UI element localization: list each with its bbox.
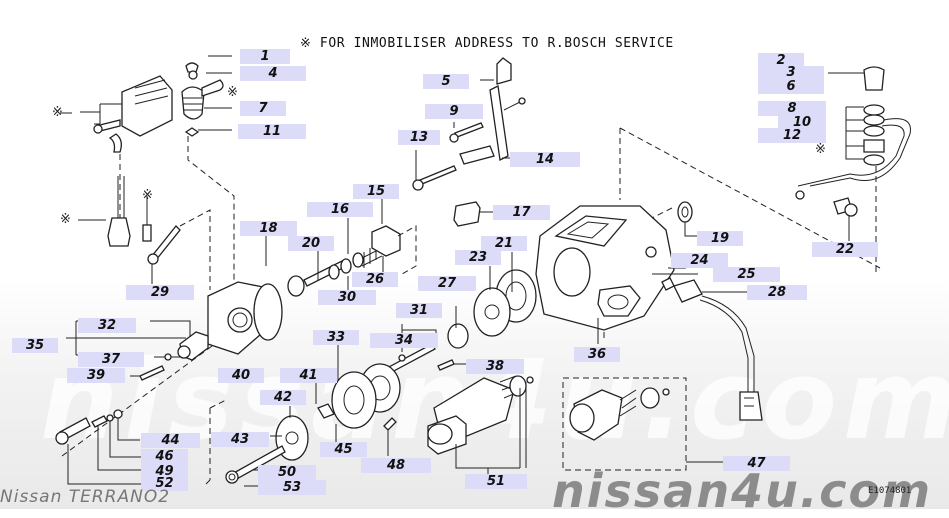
part-label-50[interactable]: 50 (258, 465, 316, 480)
asterisk-marker: ※ (60, 212, 71, 227)
asterisk-marker: ※ (815, 142, 826, 157)
part-label-27[interactable]: 27 (418, 276, 476, 291)
part-label-53[interactable]: 53 (258, 480, 326, 495)
part-label-10[interactable]: 10 (778, 115, 826, 130)
part-label-22[interactable]: 22 (812, 242, 878, 257)
part-label-12[interactable]: 12 (758, 128, 826, 143)
part-label-45[interactable]: 45 (320, 442, 367, 457)
part-label-41[interactable]: 41 (280, 368, 337, 383)
part-label-13[interactable]: 13 (398, 130, 440, 145)
part-label-32[interactable]: 32 (78, 318, 136, 333)
stop-solenoid-part (427, 375, 534, 455)
pump-housing-part (535, 205, 675, 331)
part-label-24[interactable]: 24 (671, 253, 728, 268)
watermark: nissan4u.com (552, 464, 933, 518)
part-label-11[interactable]: 11 (238, 124, 306, 139)
part-label-25[interactable]: 25 (713, 267, 780, 282)
inset-box (562, 377, 687, 471)
roller-ring-part (473, 287, 511, 337)
part-label-23[interactable]: 23 (455, 250, 501, 265)
part-label-48[interactable]: 48 (361, 458, 431, 473)
part-label-15[interactable]: 15 (353, 184, 399, 199)
part-label-51[interactable]: 51 (465, 474, 527, 489)
asterisk-marker: ※ (142, 188, 153, 203)
part-label-49[interactable]: 49 (141, 464, 188, 479)
part-label-7[interactable]: 7 (240, 101, 286, 116)
plunger-part (55, 409, 123, 445)
part-label-47[interactable]: 47 (723, 456, 790, 471)
fuel-cut-solenoid-part (181, 62, 224, 137)
part-label-21[interactable]: 21 (481, 236, 527, 251)
part-label-42[interactable]: 42 (260, 390, 306, 405)
part-label-20[interactable]: 20 (288, 236, 334, 251)
part-label-9[interactable]: 9 (425, 104, 483, 119)
part-label-14[interactable]: 14 (510, 152, 580, 167)
part-label-43[interactable]: 43 (211, 432, 269, 447)
part-label-28[interactable]: 28 (747, 285, 807, 300)
part-label-19[interactable]: 19 (697, 231, 743, 246)
part-label-1[interactable]: 1 (240, 49, 290, 64)
part-label-2[interactable]: 2 (758, 53, 804, 68)
part-label-38[interactable]: 38 (466, 359, 524, 374)
part-label-39[interactable]: 39 (67, 368, 125, 383)
part-label-35[interactable]: 35 (12, 338, 58, 353)
bracket-part (459, 57, 526, 165)
inset-solenoid-part (569, 387, 670, 441)
connector-part (107, 176, 131, 247)
governor-spring-part (328, 225, 401, 280)
pulley-part (331, 371, 377, 429)
part-label-5[interactable]: 5 (423, 74, 469, 89)
part-label-46[interactable]: 46 (141, 449, 188, 464)
part-label-17[interactable]: 17 (493, 205, 550, 220)
part-label-30[interactable]: 30 (318, 290, 376, 305)
part-label-31[interactable]: 31 (396, 303, 442, 318)
part-label-3-6[interactable]: 3 6 (758, 66, 824, 94)
part-label-16[interactable]: 16 (307, 202, 373, 217)
model-name: Nissan TERRANO2 (0, 487, 171, 507)
part-label-44[interactable]: 44 (141, 433, 200, 448)
part-label-34[interactable]: 34 (370, 333, 438, 348)
delivery-valve-part (139, 331, 209, 381)
immobiliser-note: ※ FOR INMOBILISER ADDRESS TO R.BOSCH SER… (300, 36, 674, 51)
diagram-code: E1074801 (868, 486, 912, 496)
part-label-40[interactable]: 40 (218, 368, 264, 383)
part-label-8[interactable]: 8 (758, 101, 826, 116)
asterisk-marker: ※ (227, 85, 238, 100)
sensor-harness-part (661, 277, 763, 421)
injection-pipe-part (795, 66, 911, 200)
part-label-26[interactable]: 26 (352, 272, 398, 287)
part-label-36[interactable]: 36 (574, 347, 620, 362)
part-label-52[interactable]: 52 (141, 476, 188, 491)
part-label-37[interactable]: 37 (78, 352, 144, 367)
part-label-29[interactable]: 29 (126, 285, 194, 300)
part-label-18[interactable]: 18 (240, 221, 297, 236)
asterisk-marker: ※ (52, 105, 63, 120)
part-label-4[interactable]: 4 (240, 66, 306, 81)
part-label-33[interactable]: 33 (313, 330, 359, 345)
immobiliser-module-part (93, 75, 173, 153)
